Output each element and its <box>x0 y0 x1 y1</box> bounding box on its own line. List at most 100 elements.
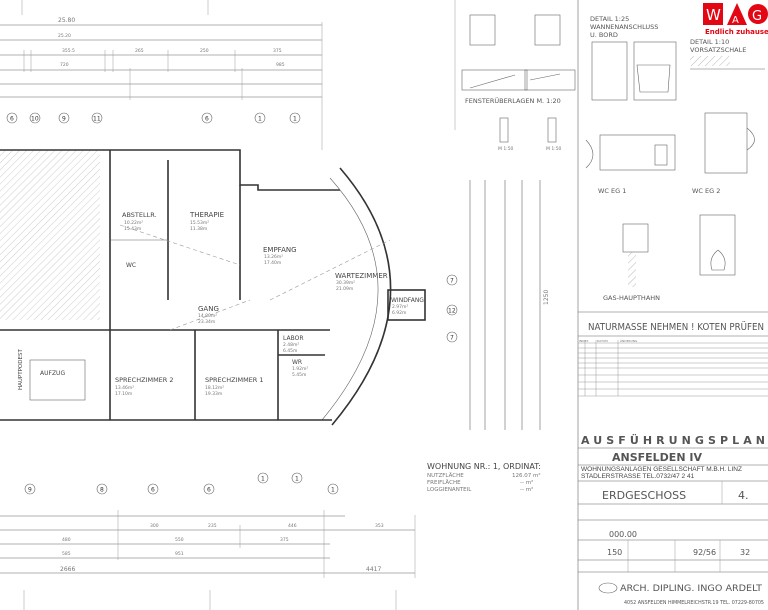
detail-gas-haupthahn: GAS-HAUPTHAHN <box>603 214 736 302</box>
svg-text:1.92m²: 1.92m² <box>292 366 308 372</box>
svg-text:FREIFLÄCHE: FREIFLÄCHE <box>427 479 461 486</box>
svg-text:1: 1 <box>258 116 262 123</box>
svg-text:SPRECHZIMMER 1: SPRECHZIMMER 1 <box>205 376 264 384</box>
sheet-frame <box>21 0 579 610</box>
bottom-dimensions: 300 235 446 480 550 375 353 585 951 2666… <box>0 510 416 578</box>
grid-marker: 1 <box>291 472 303 484</box>
svg-text:480: 480 <box>62 537 71 543</box>
svg-text:19.33m: 19.33m <box>205 391 222 397</box>
svg-text:VORSATZSCHALE: VORSATZSCHALE <box>690 46 746 54</box>
grid-marker: 1 <box>257 472 269 484</box>
svg-text:9: 9 <box>62 116 66 123</box>
grid-marker: 6 <box>6 112 18 124</box>
grid-marker: 7 <box>446 274 458 286</box>
svg-text:7: 7 <box>450 278 454 285</box>
svg-text:LOGGIENANTEIL: LOGGIENANTEIL <box>427 487 472 493</box>
svg-text:SPRECHZIMMER 2: SPRECHZIMMER 2 <box>115 376 174 384</box>
svg-text:13.46m²: 13.46m² <box>115 385 134 391</box>
svg-text:W: W <box>706 6 721 24</box>
svg-text:951: 951 <box>175 551 184 557</box>
detail-wc-eg-2: WC EG 2 <box>692 112 755 195</box>
sheet-value: 32 <box>740 548 750 557</box>
svg-text:18.12m²: 18.12m² <box>205 385 224 391</box>
level-value: 000.00 <box>609 530 637 539</box>
svg-text:1: 1 <box>261 476 265 483</box>
svg-text:4417: 4417 <box>366 566 381 573</box>
svg-text:M 1:50: M 1:50 <box>498 146 514 152</box>
wag-logo: W A G Endlich zuhause. <box>703 3 768 36</box>
notice-text: NATURMASSE NEHMEN ! KOTEN PRÜFEN <box>588 320 764 333</box>
svg-text:Endlich zuhause.: Endlich zuhause. <box>705 28 768 36</box>
svg-text:WINDFANG: WINDFANG <box>391 297 424 304</box>
svg-text:A: A <box>732 15 739 26</box>
grid-marker: 12 <box>446 304 458 316</box>
detail-wannenanschluss: DETAIL 1:25 WANNENANSCHLUSS U. BORD <box>590 15 677 101</box>
svg-text:DETAIL 1:10: DETAIL 1:10 <box>690 38 729 46</box>
svg-text:2666: 2666 <box>60 566 75 573</box>
svg-text:30.39m²: 30.39m² <box>336 280 355 286</box>
detail-wc-eg-1: WC EG 1 <box>585 134 676 195</box>
number-value: 92/56 <box>693 548 716 557</box>
grid-marker: 9 <box>58 112 70 124</box>
grid-marker: 6 <box>203 483 215 495</box>
project-name: ANSFELDEN IV <box>612 451 702 464</box>
svg-text:6: 6 <box>10 116 14 123</box>
grid-marker: 11 <box>91 112 103 124</box>
dim-f: 985 <box>276 62 285 68</box>
svg-text:2.48m²: 2.48m² <box>283 342 299 348</box>
grid-marker: 9 <box>24 483 36 495</box>
svg-text:NUTZFLÄCHE: NUTZFLÄCHE <box>427 472 464 479</box>
architect-address: 4052 ANSFELDEN HIMMELREICHSTR.19 TEL. 07… <box>624 600 764 606</box>
dim-e: 720 <box>60 62 69 68</box>
grid-marker: 7 <box>446 331 458 343</box>
title-block: NATURMASSE NEHMEN ! KOTEN PRÜFEN INDEX D… <box>578 311 768 606</box>
svg-text:1: 1 <box>331 487 335 494</box>
plan-type: AUSFÜHRUNGSPLAN <box>581 433 765 447</box>
top-dimensions: 25.80 25.20 355.5 265 250 375 720 985 <box>0 17 323 150</box>
dim-a: 355.5 <box>62 48 75 54</box>
svg-text:12: 12 <box>448 308 456 315</box>
svg-text:13.26m²: 13.26m² <box>264 254 283 260</box>
svg-text:8: 8 <box>100 487 104 494</box>
svg-text:10.22m²: 10.22m² <box>124 220 143 226</box>
dim-b: 265 <box>135 48 144 54</box>
svg-text:300: 300 <box>150 523 159 529</box>
room-aufzug: AUFZUG <box>40 370 65 377</box>
svg-text:WARTEZIMMER: WARTEZIMMER <box>335 272 388 280</box>
dim-d: 375 <box>273 48 282 54</box>
svg-text:WC EG 1: WC EG 1 <box>598 187 626 195</box>
svg-text:-- m²: -- m² <box>520 486 533 493</box>
svg-text:GANG: GANG <box>198 305 219 313</box>
svg-text:HAUPTPODEST: HAUPTPODEST <box>18 349 24 390</box>
svg-text:LABOR: LABOR <box>283 335 304 342</box>
elevator-shaft <box>29 359 86 401</box>
dim-c: 250 <box>200 48 209 54</box>
grid-marker: 6 <box>147 483 159 495</box>
svg-text:11: 11 <box>93 116 101 123</box>
svg-text:7: 7 <box>450 335 454 342</box>
scale-value: 150 <box>607 548 622 557</box>
client-line: WOHNUNGSANLAGEN GESELLSCHAFT M.B.H. LINZ… <box>581 466 766 480</box>
grid-marker: 6 <box>201 112 213 124</box>
svg-text:DETAIL 1:25: DETAIL 1:25 <box>590 15 629 23</box>
svg-text:THERAPIE: THERAPIE <box>189 211 224 219</box>
svg-text:AUFZUG: AUFZUG <box>40 370 65 377</box>
grid-marker: 1 <box>327 483 339 495</box>
svg-text:353: 353 <box>375 523 384 529</box>
svg-text:6: 6 <box>207 487 211 494</box>
floor-name: ERDGESCHOSS <box>602 489 686 502</box>
room-wc: WC <box>126 262 136 269</box>
hatched-wall-area <box>0 150 100 320</box>
svg-text:EMPFANG: EMPFANG <box>263 246 297 254</box>
detail-vorsatzschale: DETAIL 1:10 VORSATZSCHALE <box>690 38 765 70</box>
svg-text:FENSTERÜBERLAGEN M. 1:20: FENSTERÜBERLAGEN M. 1:20 <box>465 96 561 105</box>
walls <box>0 149 426 426</box>
svg-text:ABSTELLR.: ABSTELLR. <box>122 211 157 219</box>
